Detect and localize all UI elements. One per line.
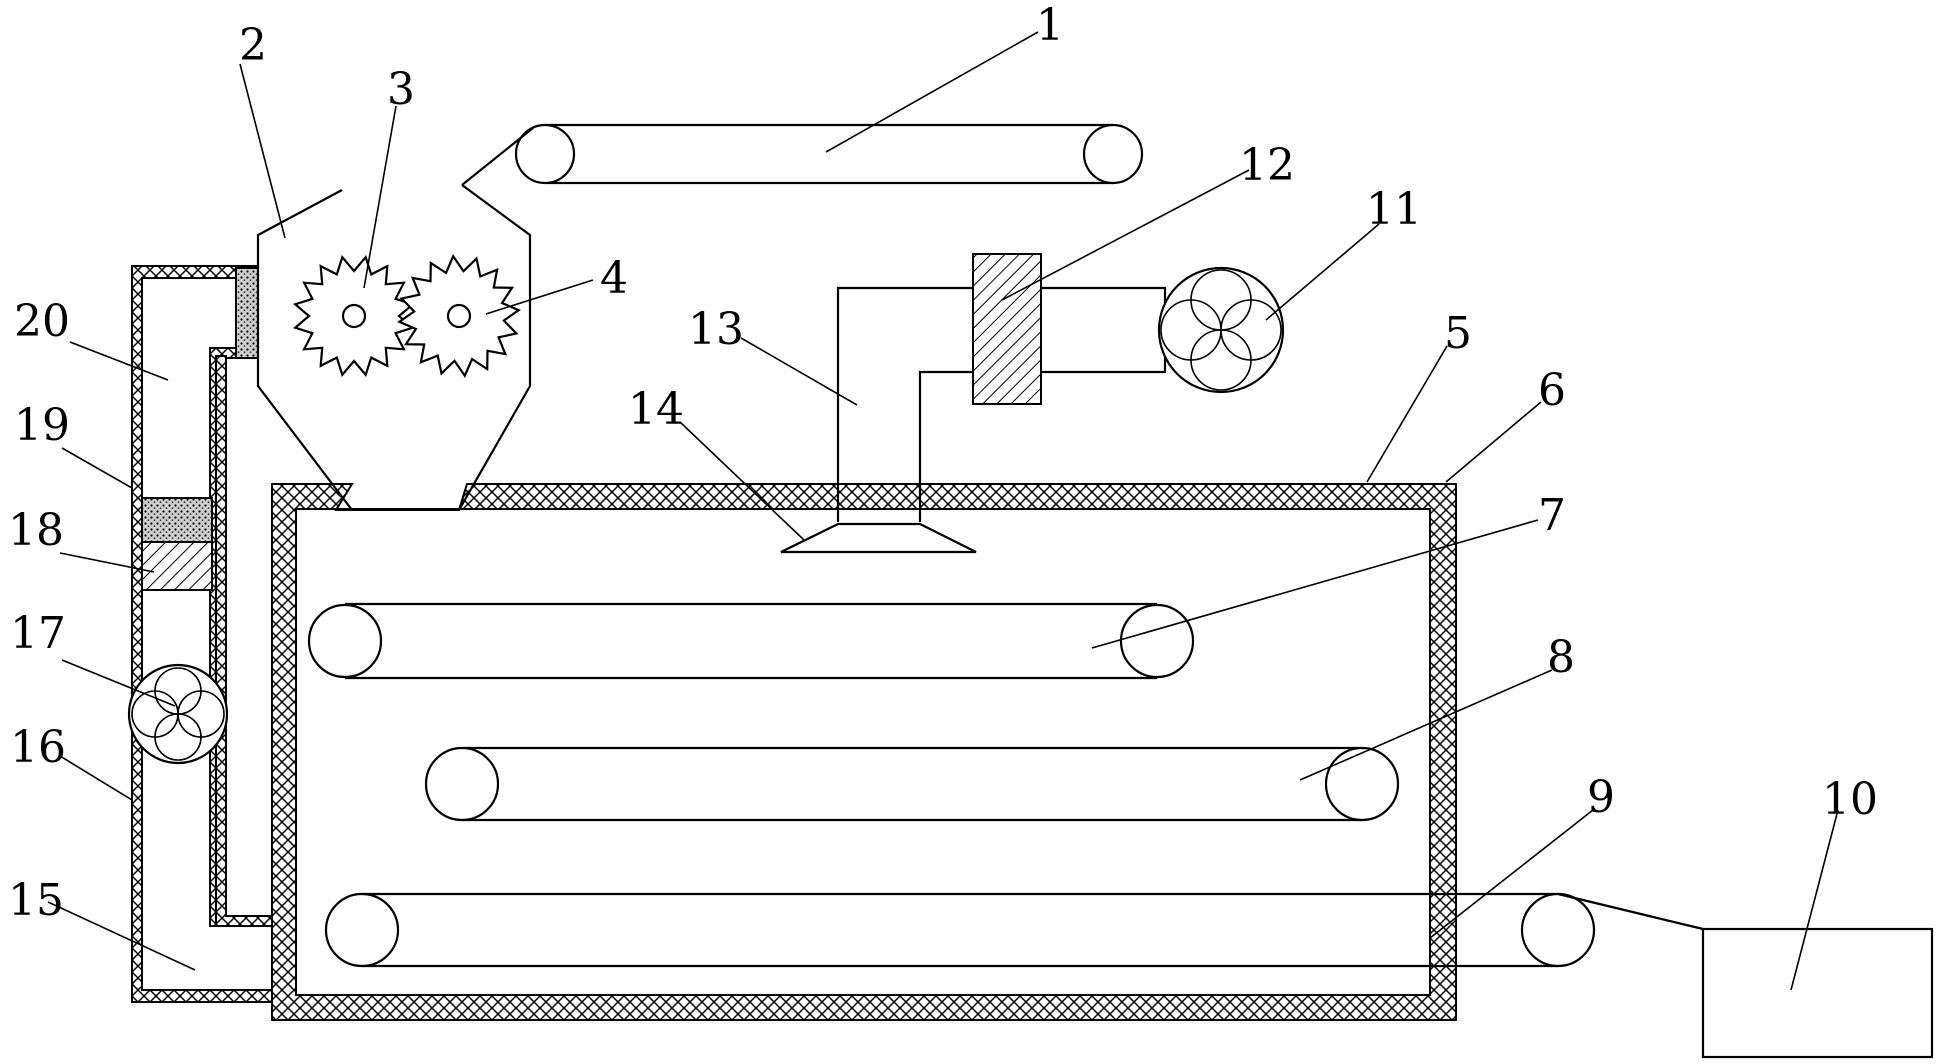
pipe-heater xyxy=(972,253,1042,405)
callout-4: 4 xyxy=(600,253,628,304)
callout-5: 5 xyxy=(1444,308,1472,359)
callout-7: 7 xyxy=(1538,490,1566,541)
collection-box xyxy=(1557,892,1934,1059)
callout-18: 18 xyxy=(8,505,64,556)
callout-9: 9 xyxy=(1587,772,1615,823)
callout-6: 6 xyxy=(1538,365,1566,416)
callout-20: 20 xyxy=(14,296,70,347)
crusher-roller-3 xyxy=(292,254,416,378)
crusher-roller-4 xyxy=(397,254,521,378)
conveyor-9 xyxy=(324,892,1596,968)
duct-heater xyxy=(141,541,213,591)
callout-16: 16 xyxy=(10,722,66,773)
duct-heater-block xyxy=(235,267,259,359)
callout-11: 11 xyxy=(1366,184,1422,235)
callout-14: 14 xyxy=(628,384,684,435)
conveyor-8 xyxy=(424,746,1400,822)
callout-1: 1 xyxy=(1036,0,1064,51)
callout-labels: 1 2 3 4 5 6 7 8 9 10 11 12 13 14 15 16 1… xyxy=(8,0,1878,926)
callout-8: 8 xyxy=(1547,632,1575,683)
leader-lines xyxy=(47,31,1839,991)
blower-fan xyxy=(1157,266,1285,394)
crusher-hopper xyxy=(256,184,532,511)
duct-inner-wall xyxy=(215,355,273,927)
callout-17: 17 xyxy=(10,608,66,659)
drying-chamber-housing xyxy=(271,483,1457,1021)
callout-2: 2 xyxy=(239,20,267,71)
return-fan xyxy=(127,663,229,765)
callout-12: 12 xyxy=(1239,140,1295,191)
feed-conveyor xyxy=(461,123,1144,186)
callout-19: 19 xyxy=(14,400,70,451)
callout-10: 10 xyxy=(1822,774,1878,825)
callout-15: 15 xyxy=(8,875,64,926)
callout-13: 13 xyxy=(688,304,744,355)
conveyor-7 xyxy=(307,602,1195,680)
filter-layer xyxy=(141,497,213,543)
callout-3: 3 xyxy=(387,64,415,115)
